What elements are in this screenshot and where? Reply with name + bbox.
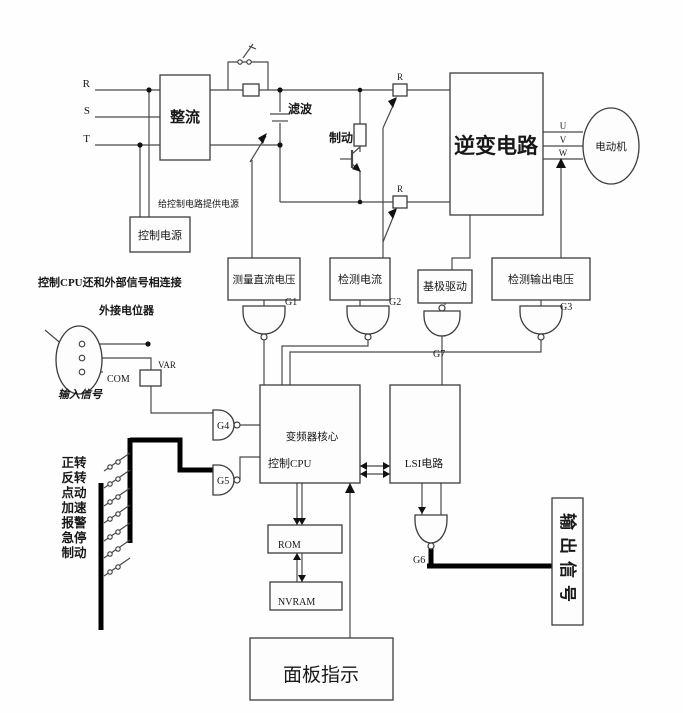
cpu-external-note: 控制CPU还和外部信号相连接 [38, 275, 182, 289]
nvram-label: NVRAM [278, 597, 315, 608]
control-power-note: 给控制电路提供电源 [158, 198, 239, 209]
inverter-label: 逆变电路 [454, 134, 539, 158]
gate-g5-label: G5 [217, 476, 229, 487]
phase-v-label: V [560, 135, 567, 145]
gate-g4-label: G4 [217, 421, 229, 432]
input-t-label: T [83, 133, 90, 145]
detect-output-voltage-block: 检测输出电压 [491, 257, 591, 301]
motor-label: 电动机 [595, 140, 627, 153]
cpu-title-label: 变频器核心 [286, 430, 339, 443]
control-switch-labels: 正转 反转 点动 加速 报警 急停 制动 [60, 455, 87, 560]
motor-block: 电动机 [582, 107, 640, 185]
arrowheads [258, 97, 566, 582]
gate-g2-label: G2 [389, 297, 401, 308]
input-r-label: R [83, 78, 91, 90]
gate-g7-label: G7 [433, 349, 445, 360]
output-signal-label: 输出信号 [558, 513, 578, 609]
gate-g6: G6 [413, 514, 448, 566]
junction-dots [137, 87, 363, 347]
control-power-block: 控制电源 [129, 216, 191, 253]
measure-dc-voltage-label: 测量直流电压 [233, 273, 296, 286]
nvram-block: NVRAM [269, 581, 343, 611]
panel-indicator-label: 面板指示 [283, 664, 359, 686]
switch-label-jog: 点动 [61, 485, 87, 500]
sense-resistor-bottom [392, 195, 408, 209]
gate-g5: G5 [212, 464, 241, 496]
switch-contact [103, 522, 131, 542]
precharge-resistor [242, 83, 260, 97]
sense-resistor-bottom-label: R [397, 184, 403, 194]
input-signal-label: 输入信号 [58, 388, 103, 401]
var-label: VAR [158, 360, 176, 370]
control-switch-bank [103, 452, 131, 577]
detect-current-label: 检测电流 [338, 272, 382, 286]
control-power-label: 控制电源 [138, 228, 182, 242]
panel-indicator-block: 面板指示 [249, 637, 394, 701]
gate-g2: G2 [346, 297, 401, 341]
rom-label: ROM [278, 540, 301, 551]
switch-contact [103, 557, 131, 577]
lsi-block: LSI电路 [389, 384, 461, 484]
switch-label-forward: 正转 [61, 455, 87, 470]
switch-contact [103, 469, 131, 489]
bypass-contactor-icon [237, 43, 257, 65]
measure-dc-voltage-block: 测量直流电压 [227, 257, 301, 301]
gate-g1: G1 [242, 297, 297, 341]
wiring [44, 61, 583, 638]
lsi-label: LSI电路 [405, 457, 444, 470]
switch-contact [103, 452, 131, 472]
detect-current-block: 检测电流 [329, 257, 391, 301]
switch-label-accelerate: 加速 [60, 500, 87, 515]
output-signal-block: 输出信号 [551, 497, 584, 626]
sense-resistor-top [392, 83, 408, 97]
rectifier-label: 整流 [170, 108, 200, 126]
gate-g1-label: G1 [285, 297, 297, 308]
phase-w-label: W [559, 148, 568, 158]
sense-resistor-top-label: R [397, 72, 403, 82]
gate-g6-label: G6 [413, 555, 425, 566]
inverter-block: 逆变电路 [449, 72, 544, 216]
braking-resistor [353, 123, 367, 147]
com-label: COM [107, 374, 130, 385]
input-s-label: S [84, 105, 90, 117]
gate-g3: G3 [519, 302, 572, 341]
phase-u-label: U [560, 121, 567, 131]
external-potentiometer [55, 325, 103, 395]
gate-g3-label: G3 [560, 302, 572, 313]
braking-label: 制动 [329, 130, 353, 145]
filter-label: 滤波 [288, 101, 313, 116]
thick-signal-buses [98, 437, 553, 630]
var-box [139, 369, 162, 387]
base-drive-block: 基极驱动 [417, 269, 473, 304]
switch-label-alarm: 报警 [61, 515, 87, 530]
rom-block: ROM [267, 524, 343, 554]
rectifier-block: 整流 [159, 74, 211, 161]
external-pot-note: 外接电位器 [98, 303, 155, 317]
gate-g4: G4 [212, 409, 241, 441]
cpu-block: 变频器核心 控制CPU [259, 384, 361, 484]
switch-contact [103, 504, 131, 524]
detect-output-voltage-label: 检测输出电压 [508, 272, 574, 286]
gate-g7: G7 [423, 304, 461, 360]
switch-label-estop: 急停 [61, 530, 87, 545]
base-drive-label: 基极驱动 [423, 279, 467, 293]
switch-label-brake: 制动 [61, 545, 87, 560]
switch-contact [103, 487, 131, 507]
switch-contact [103, 539, 131, 559]
cpu-subtitle-label: 控制CPU [268, 456, 311, 470]
switch-label-reverse: 反转 [61, 470, 87, 485]
